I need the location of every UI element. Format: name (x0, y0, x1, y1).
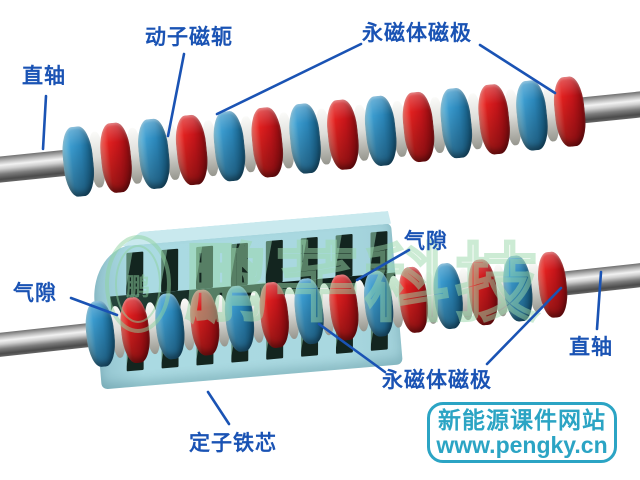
badge-site-url: www.pengky.cn (436, 431, 608, 458)
badge-site-name: 新能源课件网站 (438, 407, 606, 434)
website-badge: 新能源课件网站 www.pengky.cn (427, 402, 617, 463)
top-rotor-rings (59, 75, 589, 198)
label-pm-pole-top: 永磁体磁极 (362, 22, 472, 45)
label-stator-core: 定子铁芯 (189, 432, 277, 455)
label-air-gap-left: 气隙 (13, 282, 57, 305)
top-rotor-assembly (0, 64, 640, 211)
label-pm-pole-bottom: 永磁体磁极 (382, 369, 492, 392)
label-shaft-bottom: 直轴 (569, 336, 613, 359)
label-air-gap-right: 气隙 (404, 230, 448, 253)
label-mover-yoke: 动子磁轭 (145, 26, 233, 49)
label-shaft-top: 直轴 (22, 65, 66, 88)
